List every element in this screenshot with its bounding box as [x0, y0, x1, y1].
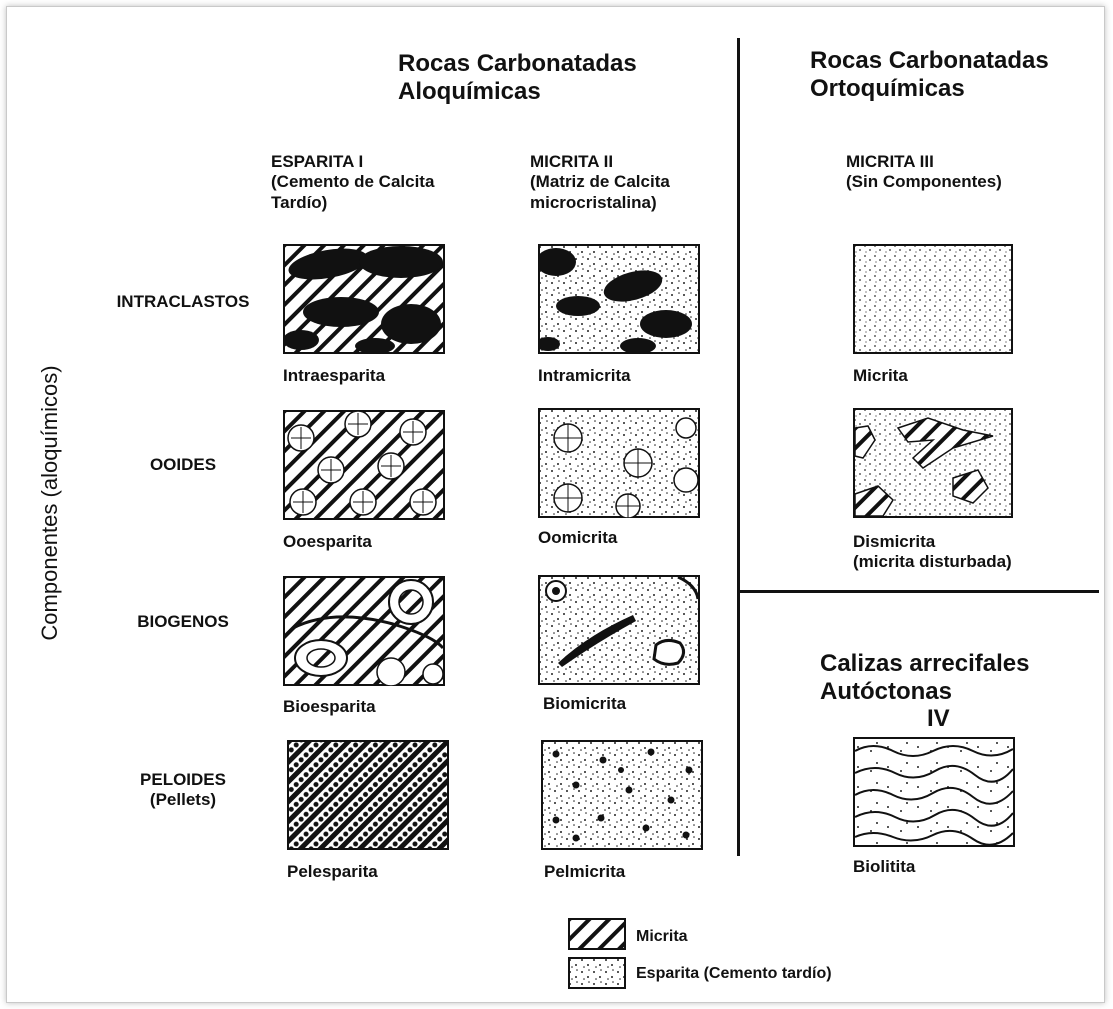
row-label-intraclastos: INTRACLASTOS — [98, 292, 268, 312]
intramicrita-panel — [538, 244, 700, 354]
column-header-micrita-iii: MICRITA III (Sin Componentes) — [846, 152, 1002, 193]
column-header-esparita: ESPARITA I (Cemento de Calcita Tardío) — [271, 152, 434, 213]
legend-swatch-dots — [568, 957, 626, 989]
caption-ooesparita: Ooesparita — [283, 532, 372, 552]
caption-dismicrita: Dismicrita (micrita disturbada) — [853, 532, 1012, 573]
dismicrita-panel — [853, 408, 1013, 518]
caption-biomicrita: Biomicrita — [543, 694, 626, 714]
caption-intraesparita: Intraesparita — [283, 366, 385, 386]
bioesparita-panel — [283, 576, 445, 686]
legend-swatch-hatch — [568, 918, 626, 950]
micrita-panel — [853, 244, 1013, 354]
caption-pelmicrita: Pelmicrita — [544, 862, 625, 882]
caption-intramicrita: Intramicrita — [538, 366, 631, 386]
biomicrita-panel — [538, 575, 700, 685]
caption-bioesparita: Bioesparita — [283, 697, 376, 717]
biolitita-panel — [853, 737, 1015, 847]
caption-pelesparita: Pelesparita — [287, 862, 378, 882]
header-calizas-arrecifales: Calizas arrecifales Autóctonas — [820, 650, 1029, 705]
pelesparita-panel — [287, 740, 449, 850]
pelmicrita-panel — [541, 740, 703, 850]
intraesparita-panel — [283, 244, 445, 354]
oomicrita-panel — [538, 408, 700, 518]
row-label-biogenos: BIOGENOS — [98, 612, 268, 632]
row-label-peloides: PELOIDES (Pellets) — [98, 770, 268, 811]
caption-oomicrita: Oomicrita — [538, 528, 617, 548]
header-ortoquimicas: Rocas Carbonatadas Ortoquímicas — [810, 47, 1049, 102]
ooesparita-panel — [283, 410, 445, 520]
caption-micrita: Micrita — [853, 366, 908, 386]
vertical-divider — [737, 38, 740, 856]
header-aloquimicas: Rocas Carbonatadas Aloquímicas — [398, 50, 637, 105]
axis-label-componentes: Componentes (aloquímicos) — [37, 353, 63, 653]
legend-label-micrita: Micrita — [636, 927, 688, 946]
caption-biolitita: Biolitita — [853, 857, 915, 877]
column-header-micrita-ii: MICRITA II (Matriz de Calcita microcrist… — [530, 152, 670, 213]
horizontal-divider — [737, 590, 1099, 593]
row-label-ooides: OOIDES — [98, 455, 268, 475]
legend-label-esparita: Esparita (Cemento tardío) — [636, 964, 832, 983]
header-reef-number: IV — [927, 705, 950, 733]
